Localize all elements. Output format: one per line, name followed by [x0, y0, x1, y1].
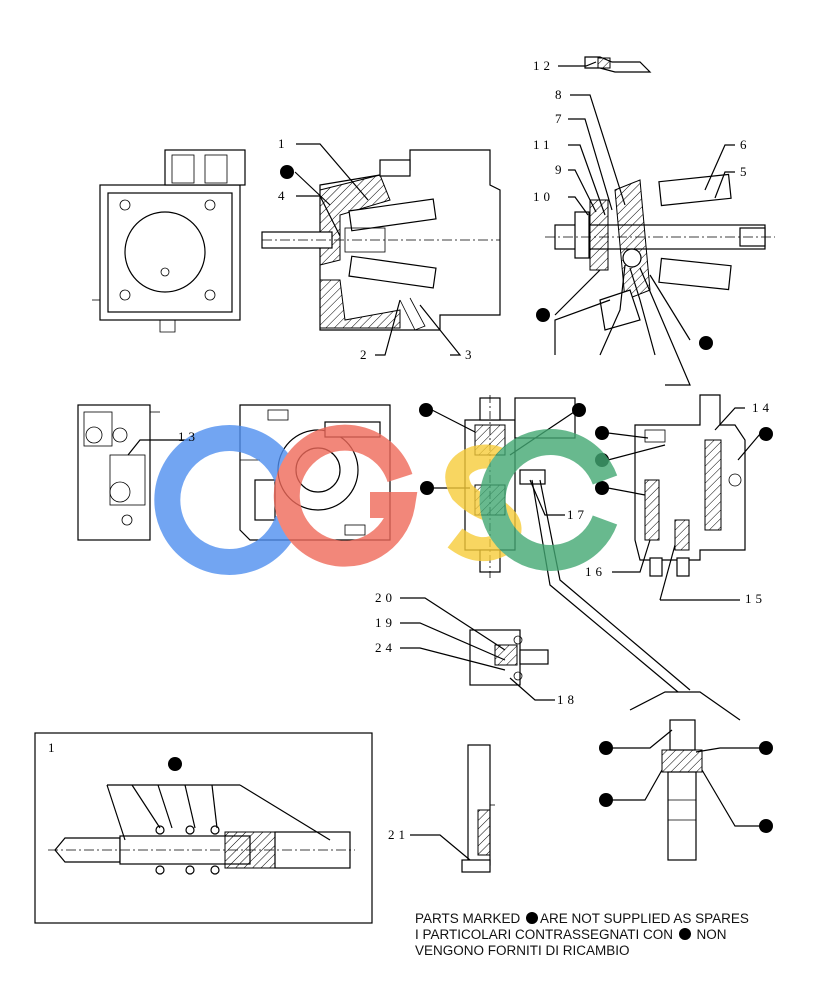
- not-supplied-marker-icon: [526, 912, 539, 924]
- callout-5: 5: [740, 164, 751, 179]
- not-supplied-marker: [572, 403, 586, 417]
- callout-6: 6: [740, 137, 751, 152]
- watermark-g: [273, 424, 418, 567]
- note-line-2-pre: I PARTICOLARI CONTRASSEGNATI CON: [415, 927, 677, 942]
- fitting-detail-view: [629, 691, 741, 861]
- callout-15: 15: [745, 591, 766, 606]
- not-supplied-marker: [536, 308, 550, 322]
- inset-callout-1: 1: [48, 740, 59, 755]
- callout-19: 19: [375, 615, 396, 630]
- note-line-2: I PARTICOLARI CONTRASSEGNATI CON NON: [415, 927, 815, 943]
- not-supplied-marker-icon: [678, 928, 691, 940]
- callout-20: 20: [375, 590, 396, 605]
- callout-16: 16: [585, 564, 606, 579]
- not-supplied-marker: [280, 165, 294, 179]
- valve-side-view: [77, 404, 160, 541]
- callout-9: 9: [555, 162, 566, 177]
- leader-21: [410, 834, 471, 861]
- watermark-logo: [154, 424, 618, 575]
- note-line-1-pre: PARTS MARKED: [415, 911, 525, 926]
- callout-7: 7: [555, 111, 566, 126]
- note-line-1: PARTS MARKED ARE NOT SUPPLIED AS SPARES: [415, 911, 815, 927]
- callout-4: 4: [278, 188, 289, 203]
- callout-3: 3: [465, 347, 476, 362]
- spares-note: PARTS MARKED ARE NOT SUPPLIED AS SPARES …: [415, 911, 815, 959]
- watermark-s: [445, 444, 522, 562]
- callout-2: 2: [360, 347, 371, 362]
- leader-13: [127, 439, 190, 456]
- watermark-c1: [154, 425, 301, 575]
- not-supplied-marker: [420, 481, 434, 495]
- inset-detail-box: [34, 732, 373, 924]
- leaders-pump-side: [294, 143, 462, 356]
- not-supplied-marker: [699, 336, 713, 350]
- not-supplied-marker: [595, 481, 609, 495]
- callout-10: 10: [533, 189, 554, 204]
- note-line-1-post: ARE NOT SUPPLIED AS SPARES: [540, 911, 749, 926]
- leaders-shaft: [554, 61, 735, 386]
- not-supplied-marker: [595, 426, 609, 440]
- plate-view: [461, 744, 495, 873]
- not-supplied-marker: [419, 403, 433, 417]
- not-supplied-marker: [759, 741, 773, 755]
- pump-side-section: [261, 149, 501, 331]
- callout-1: 1: [278, 136, 289, 151]
- callout-21: 21: [388, 827, 409, 842]
- callout-8: 8: [555, 87, 566, 102]
- callout-11: 11: [533, 137, 554, 152]
- callout-18: 18: [557, 692, 578, 707]
- note-line-3: VENGONO FORNITI DI RICAMBIO: [415, 943, 630, 958]
- leaders-fitting: [612, 729, 760, 827]
- not-supplied-marker: [168, 757, 182, 771]
- not-supplied-marker: [599, 741, 613, 755]
- pump-front-view: [92, 149, 246, 333]
- callout-17: 17: [567, 507, 588, 522]
- control-valve-view: [634, 394, 746, 577]
- callout-13: 13: [178, 429, 199, 444]
- callout-12: 12: [533, 58, 554, 73]
- small-valve-view: [469, 629, 549, 686]
- note-line-2-post: NON: [692, 927, 727, 942]
- not-supplied-marker: [759, 819, 773, 833]
- not-supplied-marker: [759, 427, 773, 441]
- leaders-small-valve: [400, 597, 555, 701]
- shaft-exploded-view: [545, 56, 775, 331]
- leaders-control-valve: [607, 407, 761, 601]
- not-supplied-marker: [599, 793, 613, 807]
- callout-24: 24: [375, 640, 396, 655]
- pump-rear-face: [239, 404, 391, 541]
- watermark-c2: [479, 429, 618, 571]
- callout-14: 14: [752, 400, 773, 415]
